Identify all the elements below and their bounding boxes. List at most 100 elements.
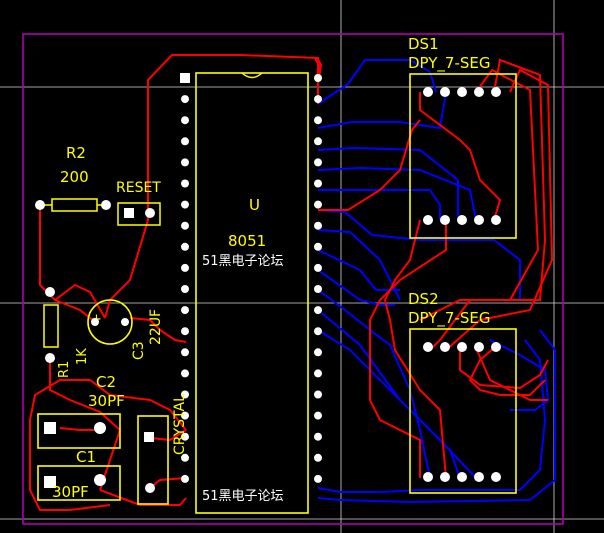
ds1-pad-bottom[interactable] xyxy=(474,215,484,225)
u-pin-right[interactable] xyxy=(314,221,322,230)
u-pin-left[interactable] xyxy=(181,137,189,146)
u-pin-left[interactable] xyxy=(181,390,189,399)
ds2-pad-bottom[interactable] xyxy=(440,472,450,482)
u-pin-right[interactable] xyxy=(314,116,322,125)
u-pin-right[interactable] xyxy=(314,432,322,441)
ds1-pad-top[interactable] xyxy=(457,87,467,97)
u-pin-left[interactable] xyxy=(181,285,189,293)
u-pin-right[interactable] xyxy=(314,285,322,293)
r2-pad-1[interactable] xyxy=(35,200,45,210)
crystal-outline[interactable] xyxy=(137,415,169,505)
ds1-pad-top[interactable] xyxy=(423,87,433,97)
u-value-label: 8051 xyxy=(228,232,266,250)
u-pin-left[interactable] xyxy=(181,242,189,251)
c2-pad-1[interactable] xyxy=(44,422,56,434)
u-pin-right[interactable] xyxy=(314,74,322,82)
c1-pad-2[interactable] xyxy=(94,474,106,486)
ds1-pad-top[interactable] xyxy=(491,87,501,97)
ds2-pad-bottom[interactable] xyxy=(474,472,484,482)
u-8051-outline[interactable] xyxy=(195,72,309,514)
crystal-pad-2[interactable] xyxy=(145,483,155,493)
u-pin-right[interactable] xyxy=(314,453,322,462)
c2-ref-label: C2 xyxy=(96,373,116,391)
u-pin-right[interactable] xyxy=(314,242,322,251)
c2-outline[interactable] xyxy=(37,413,121,449)
c1-outline[interactable] xyxy=(37,465,121,501)
ds1-outline[interactable] xyxy=(409,73,517,239)
u-right-pin-row xyxy=(314,74,322,483)
ds1-pad-top[interactable] xyxy=(440,87,450,97)
ds2-pad-top[interactable] xyxy=(474,342,484,352)
ds2-pad-top[interactable] xyxy=(457,342,467,352)
ds2-pad-bottom[interactable] xyxy=(491,472,501,482)
ds2-pad-top[interactable] xyxy=(440,342,450,352)
u-pin-left[interactable] xyxy=(181,453,189,462)
u-pin-right[interactable] xyxy=(314,369,322,378)
r2-body[interactable] xyxy=(51,198,98,212)
ds1-value-label: DPY_7-SEG xyxy=(408,54,491,73)
u-pin-right[interactable] xyxy=(314,95,322,104)
u-pin-left[interactable] xyxy=(181,200,189,209)
c3-pad-1[interactable] xyxy=(91,318,99,326)
r2-value-label: 200 xyxy=(60,168,89,186)
r1-ref-label: R1 xyxy=(57,361,72,378)
ds1-pad-bottom[interactable] xyxy=(423,215,433,225)
c1-ref-label: C1 xyxy=(76,448,96,466)
ds1-pad-bottom[interactable] xyxy=(491,215,501,225)
ds2-pad-bottom[interactable] xyxy=(457,472,467,482)
u-pin-left[interactable] xyxy=(181,369,189,378)
watermark-bottom: 51黑电子论坛 xyxy=(202,489,284,504)
u-pin-right[interactable] xyxy=(314,327,322,336)
u-pin-right[interactable] xyxy=(314,179,322,188)
r1-body[interactable] xyxy=(43,304,59,348)
r2-pad-2[interactable] xyxy=(101,200,111,210)
u-pin-left[interactable] xyxy=(181,179,189,188)
u-pin-left[interactable] xyxy=(181,474,189,483)
ds1-pad-rows xyxy=(423,87,501,225)
ds2-outline[interactable] xyxy=(409,328,517,494)
u-ref-label: U xyxy=(249,196,260,214)
u-pin-left[interactable] xyxy=(181,348,189,357)
crystal-pad-1[interactable] xyxy=(144,432,154,442)
bottom-copper-traces xyxy=(317,59,556,504)
u-pin-right[interactable] xyxy=(314,348,322,357)
c3-outline[interactable] xyxy=(87,299,133,345)
reset-switch-outline[interactable] xyxy=(117,202,161,226)
u-pin-left[interactable] xyxy=(181,411,189,420)
ds1-ref-label: DS1 xyxy=(408,35,439,53)
ds2-pad-bottom[interactable] xyxy=(423,472,433,482)
ds2-pad-rows xyxy=(423,342,501,482)
u-pin-right[interactable] xyxy=(314,200,322,209)
u-pin-right[interactable] xyxy=(314,263,322,272)
ds2-pad-top[interactable] xyxy=(423,342,433,352)
u-pin-left[interactable] xyxy=(181,263,189,272)
u-pin-right[interactable] xyxy=(314,474,322,483)
u-pin-right[interactable] xyxy=(314,306,322,315)
u-pin-left[interactable] xyxy=(181,306,189,315)
watermark-top: 51黑电子论坛 xyxy=(202,254,284,269)
ds2-pad-top[interactable] xyxy=(491,342,501,352)
c2-pad-2[interactable] xyxy=(94,422,106,434)
c1-pad-1[interactable] xyxy=(44,476,56,488)
u-left-pin-row xyxy=(181,95,189,483)
u-pin-left[interactable] xyxy=(181,327,189,336)
u-pin-left[interactable] xyxy=(181,432,189,441)
u-pin-left[interactable] xyxy=(181,116,189,125)
u-pin1-pad[interactable] xyxy=(180,73,190,83)
u-pin-right[interactable] xyxy=(314,390,322,399)
u-pin-left[interactable] xyxy=(181,95,189,104)
u-pin-right[interactable] xyxy=(314,411,322,420)
reset-pad-1[interactable] xyxy=(124,208,134,218)
ds1-pad-bottom[interactable] xyxy=(457,215,467,225)
u-pin-left[interactable] xyxy=(181,221,189,230)
u-pin-left[interactable] xyxy=(181,158,189,167)
ds1-pad-top[interactable] xyxy=(474,87,484,97)
ds1-pad-bottom[interactable] xyxy=(440,215,450,225)
r1-pad-1[interactable] xyxy=(45,287,55,297)
r1-pad-2[interactable] xyxy=(45,353,55,363)
u-pin-right[interactable] xyxy=(314,137,322,146)
c3-pad-2[interactable] xyxy=(121,318,129,326)
u-pin-right[interactable] xyxy=(314,158,322,167)
reset-pad-2[interactable] xyxy=(145,208,155,218)
